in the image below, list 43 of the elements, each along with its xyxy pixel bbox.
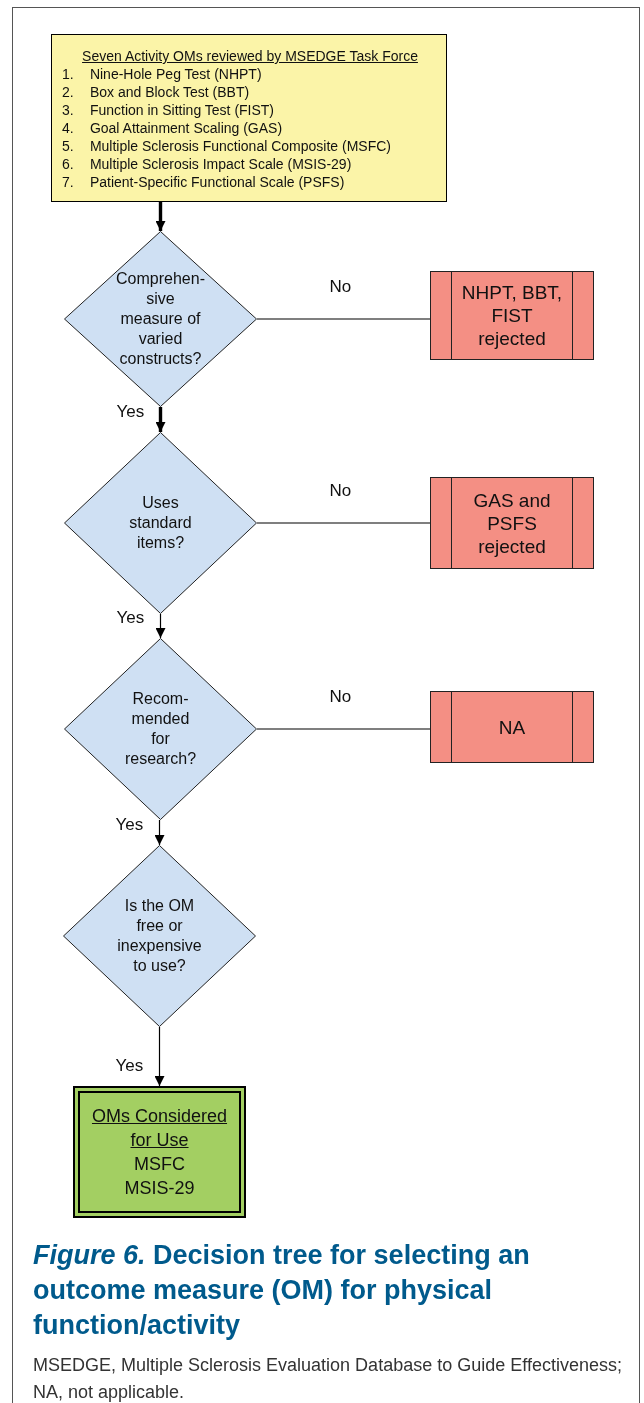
- result-box: [73, 1086, 246, 1218]
- arrow: [155, 407, 166, 432]
- decision-text: Recom- mended for research?: [123, 689, 198, 769]
- decision-diamond: [63, 845, 256, 1027]
- result-item: MSFC: [134, 1153, 185, 1176]
- edge-label: Yes: [115, 815, 144, 835]
- rejected-box: [430, 477, 594, 569]
- edge-label: Yes: [116, 402, 145, 422]
- box-text: NHPT, BBT, FIST rejected: [460, 281, 564, 350]
- decision-text: Uses standard items?: [128, 493, 193, 553]
- decision-diamond: [64, 638, 257, 820]
- list-item: 1. Nine-Hole Peg Test (NHPT): [62, 65, 263, 83]
- result-item: MSIS-29: [124, 1177, 195, 1200]
- arrow: [155, 202, 166, 231]
- rejected-box: [430, 271, 594, 360]
- box-text: NA: [497, 715, 527, 739]
- list-item: 5. Multiple Sclerosis Functional Composite (MSFC): [62, 137, 392, 155]
- result-heading: OMs Considered for Use: [90, 1105, 229, 1152]
- figure-title: Figure 6. Decision tree for selecting an outcome measure (OM) for physical function/activity: [33, 1239, 531, 1342]
- list-item: 7. Patient-Specific Functional Scale (PSFS): [62, 173, 346, 191]
- edge-label: No: [329, 481, 352, 501]
- list-heading: Seven Activity OMs reviewed by MSEDGE Task Force: [81, 47, 419, 65]
- connector-line: [256, 318, 431, 320]
- edge-label: Yes: [116, 608, 145, 628]
- box-text: GAS and PSFS rejected: [472, 488, 552, 558]
- arrow: [154, 1026, 165, 1087]
- decision-diamond: [64, 231, 257, 407]
- list-item: 6. Multiple Sclerosis Impact Scale (MSIS-29): [62, 155, 353, 173]
- rejected-box: [430, 691, 594, 763]
- connector-line: [256, 522, 431, 524]
- arrow: [155, 613, 166, 639]
- edge-label: No: [329, 277, 352, 297]
- arrow: [154, 819, 165, 846]
- list-item: 4. Goal Attainment Scaling (GAS): [62, 119, 284, 137]
- decision-text: Is the OM free or inexpensive to use?: [116, 896, 203, 976]
- decision-text: Comprehen- sive measure of varied constructs?: [115, 269, 206, 369]
- list-item: 2. Box and Block Test (BBT): [62, 83, 251, 101]
- edge-label: Yes: [115, 1056, 144, 1076]
- edge-label: No: [329, 687, 352, 707]
- figure-caption: MSEDGE, Multiple Sclerosis Evaluation Database to Guide Effectiveness; NA, not applicable.: [33, 1354, 623, 1403]
- process-box: [51, 34, 447, 202]
- list-item: 3. Function in Sitting Test (FIST): [62, 101, 276, 119]
- connector-line: [256, 728, 431, 730]
